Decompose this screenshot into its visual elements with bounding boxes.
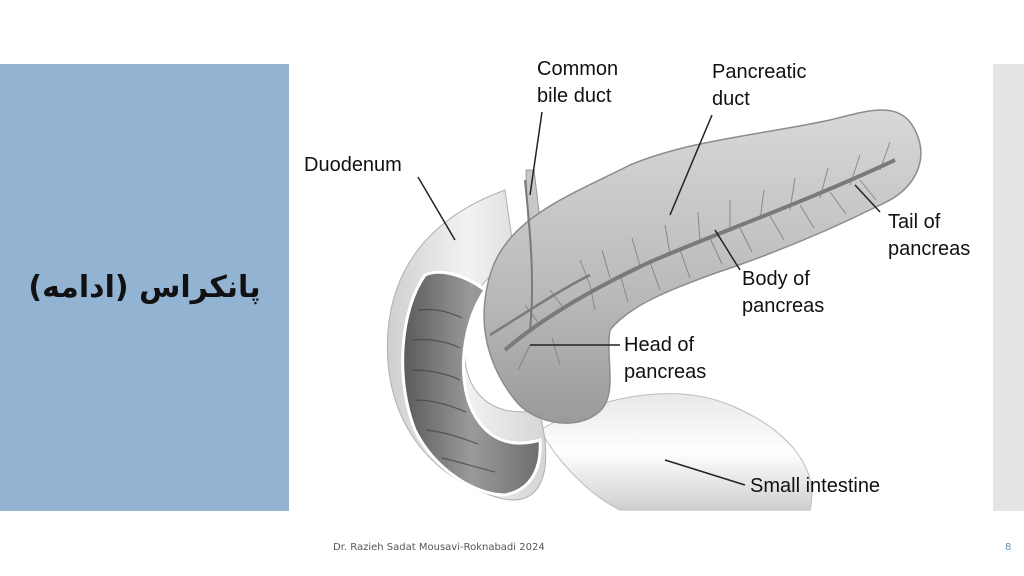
duodenum-folds [411,308,496,473]
label-pancreatic-duct-line2: duct [712,88,750,110]
pancreatic-duct-lines [489,141,896,371]
slide-title-container: پانکراس (ادامه) [0,64,289,511]
label-head-line1: Head of [624,334,695,356]
page-number: 8 [1005,542,1012,553]
label-duodenum: Duodenum [304,154,402,176]
label-body-line1: Body of [742,268,810,290]
duodenum-inner-shape [401,270,542,497]
slide-title: پانکراس (ادامه) [28,270,261,305]
label-common-bile-duct-line2: bile duct [537,85,612,107]
label-tail-line2: pancreas [888,238,971,260]
slide-footer: Dr. Razieh Sadat Mousavi-Roknabadi 2024 [333,542,545,553]
title-panel: پانکراس (ادامه) [0,64,289,511]
pancreas-anatomy-illustration [386,109,922,511]
label-small-intestine: Small intestine [750,475,881,497]
label-head-line2: pancreas [624,361,707,383]
right-decor-strip [993,64,1024,511]
small-intestine-shape [539,393,813,511]
label-body-line2: pancreas [742,295,825,317]
label-tail-line1: Tail of [888,211,941,233]
leader-lines [417,111,881,486]
label-pancreatic-duct-line1: Pancreatic [712,61,807,83]
label-common-bile-duct-line1: Common [537,58,619,80]
